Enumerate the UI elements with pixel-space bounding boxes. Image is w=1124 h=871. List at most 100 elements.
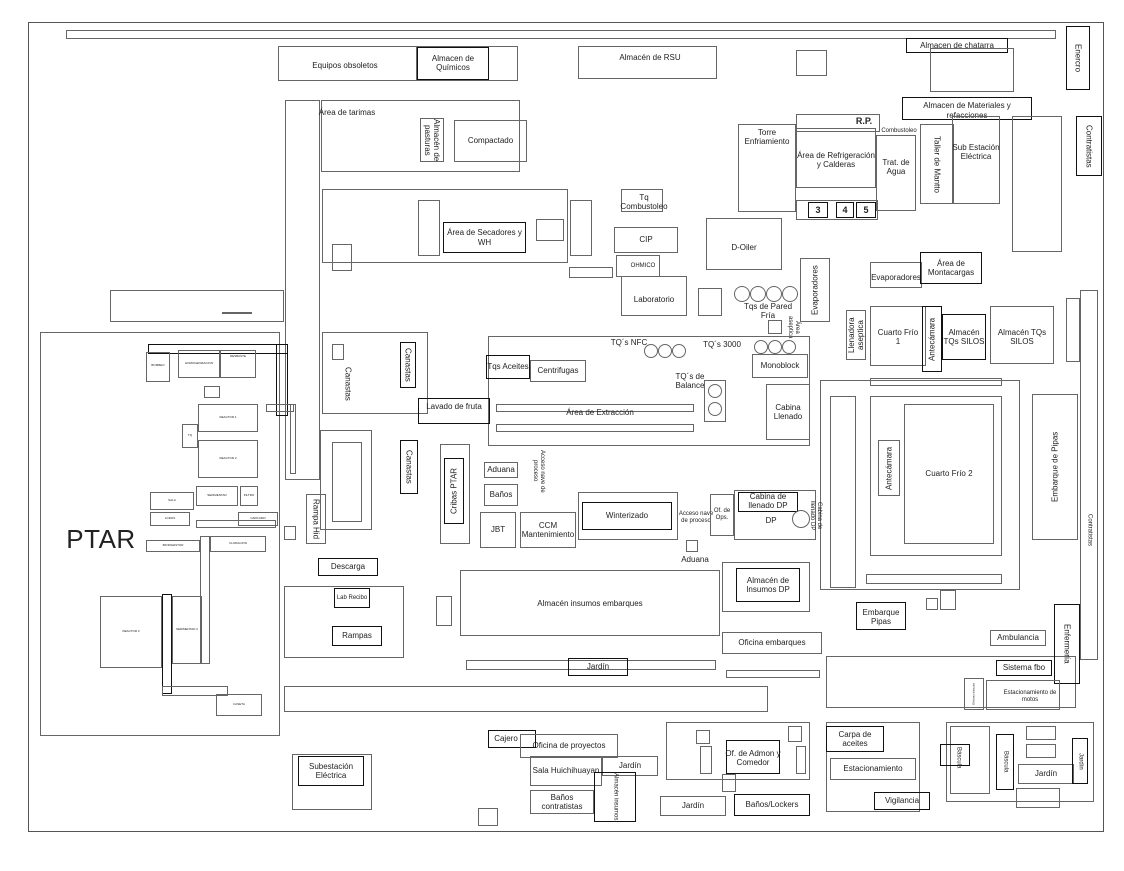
- ptar-caseta-label: CASETA: [233, 702, 245, 707]
- acceso-nave1-label: Acceso nave de proceso: [532, 449, 545, 493]
- tank-circle: [766, 286, 782, 302]
- tqs-aceites-box: [486, 355, 530, 379]
- jardin1-box: [568, 658, 628, 676]
- bar-unit: [569, 267, 613, 278]
- llenadora-aseptica-label: Llenadora aseptica: [846, 317, 865, 353]
- almacen-pasturas-box: [420, 118, 444, 162]
- small-box: [1026, 726, 1056, 740]
- nfc-tank: [644, 344, 658, 358]
- ptar-line: [222, 312, 252, 314]
- secadores-annex: [332, 244, 352, 271]
- antecamara1-box: [922, 306, 942, 372]
- almacen-silos1-box: [942, 314, 986, 360]
- cuarto-frio1-box: [870, 306, 926, 366]
- canastas1-box: [400, 342, 416, 388]
- ptar-area: [40, 332, 280, 736]
- ptar-sedimentad2-label: SEDIMENTAD 2: [176, 627, 198, 632]
- bascula-area: [946, 722, 1094, 802]
- ptar-reactor2-label: REACTOR 2: [219, 456, 237, 461]
- canastas-area: [322, 332, 428, 414]
- banos-contratistas-box: [530, 790, 594, 814]
- strip: [726, 670, 820, 678]
- centrifugas-box: [530, 360, 586, 382]
- almacen-silos2-label: Almacén TQs SILOS: [997, 327, 1047, 346]
- laboratorio-box: [621, 276, 687, 316]
- cribas-ptar-area: [440, 444, 470, 544]
- ptar-bottom-pipe: [162, 686, 228, 696]
- cabina-llenado-box: [766, 384, 810, 440]
- almacen-materiales-label: Almacen de Materiales y refacciones: [923, 101, 1011, 120]
- canastas-yard: [320, 430, 372, 530]
- of-admon-box: [726, 740, 780, 774]
- secadores-unit: [418, 200, 440, 256]
- embarque-pipas-box: [1032, 394, 1078, 540]
- compactado-label: Compactado: [467, 136, 514, 146]
- almacen-silos1-label: Almacén TQs SILOS: [943, 327, 985, 346]
- compactado-box: [454, 120, 527, 162]
- boiler-row: [796, 200, 878, 220]
- almacen-quimicos-box: [417, 47, 489, 80]
- ptar-lodos: [150, 512, 190, 526]
- ptar-mid-pipe: [196, 520, 276, 528]
- column-unit: [570, 200, 592, 256]
- carpa-aceites-box: [826, 726, 884, 752]
- evaporadores-v-box: [800, 258, 830, 322]
- banos-lockers-label: Baños/Lockers: [745, 800, 799, 810]
- subestacion-box: [298, 756, 364, 786]
- balance-tanks-box: [704, 380, 726, 422]
- contratistas-right-label: Contratistas: [1086, 513, 1093, 546]
- boiler-4-box: [836, 202, 854, 218]
- tq-combustoleo-label: Tq Combustoleo: [620, 192, 668, 211]
- almacen-materiales-box: [902, 97, 1032, 120]
- of-admon-label: Of. de Admon y Comedor: [725, 748, 781, 767]
- refrigeracion-label: Área de Refrigeración y Calderas: [797, 150, 875, 169]
- admon-col: [796, 746, 806, 774]
- sala-box: [530, 756, 602, 786]
- lab-recibo-box: [334, 588, 370, 608]
- cf2-bottom-strip: [866, 574, 1002, 584]
- tank-circle: [734, 286, 750, 302]
- equipos-obsoletos-label: Equipos obsoletos: [312, 61, 378, 71]
- admon-area: [666, 722, 810, 780]
- jardin5-label: Jardín: [681, 801, 705, 811]
- ptar-connector-v: [290, 404, 296, 474]
- oficina-proyectos-box: [520, 734, 618, 758]
- bascula1-label: Báscula: [955, 747, 962, 769]
- evaporadores-box: [870, 262, 922, 288]
- sistema-fbo-label: Sistema fbo: [1002, 663, 1046, 673]
- refrigeracion-box: [796, 128, 876, 188]
- left-corridor: [285, 100, 320, 480]
- descarga-label: Descarga: [330, 562, 366, 572]
- ptar-sedimentad-label: SEDIMENTAD: [207, 493, 227, 498]
- embarque-pipas-label: Embarque de Pipas: [1050, 431, 1060, 503]
- aduana1-box: [484, 462, 518, 478]
- almacen-pasturas-label: Almacén de pasturas: [423, 118, 442, 162]
- tank-circle: [750, 286, 766, 302]
- sala-label: Sala Huichihuayan: [532, 766, 600, 776]
- aduana2-label: Aduana: [681, 555, 709, 565]
- boiler-4-label: 4: [842, 204, 848, 215]
- almacen-quimicos-area: [416, 46, 518, 81]
- embarque-pipas2-box: [856, 602, 906, 630]
- tqs-balance-label: TQ´s de Balance: [675, 371, 705, 390]
- sub-estacion-label: Sub Estación Eléctrica: [952, 142, 1000, 161]
- top-road: [66, 30, 1056, 39]
- small-box: [926, 598, 938, 610]
- ptar-sala: [150, 492, 194, 510]
- canastas2-label: Canastas: [404, 450, 414, 484]
- cuarto-frio2-label: Cuarto Frío 2: [925, 469, 973, 479]
- right-block: [1012, 116, 1062, 252]
- tqs-3000-label: TQ´s 3000: [703, 340, 741, 350]
- canastas2-box: [400, 440, 418, 494]
- almacen-dp-box: [736, 568, 800, 602]
- dp-tank: [792, 510, 810, 528]
- estacionamiento-label: Estacionamiento: [843, 764, 903, 774]
- of-ops-box: [710, 494, 734, 536]
- ohmico-label: OHMICO: [630, 262, 656, 269]
- cf2-side-column: [830, 396, 856, 588]
- small-column: [436, 596, 452, 626]
- cuarto-frio1-label: Cuarto Frío 1: [877, 327, 919, 346]
- ptar-lodos-label: LODOS: [164, 516, 176, 521]
- almacen-insumos-emb-box: [460, 570, 720, 636]
- winterizado-area: [578, 492, 678, 540]
